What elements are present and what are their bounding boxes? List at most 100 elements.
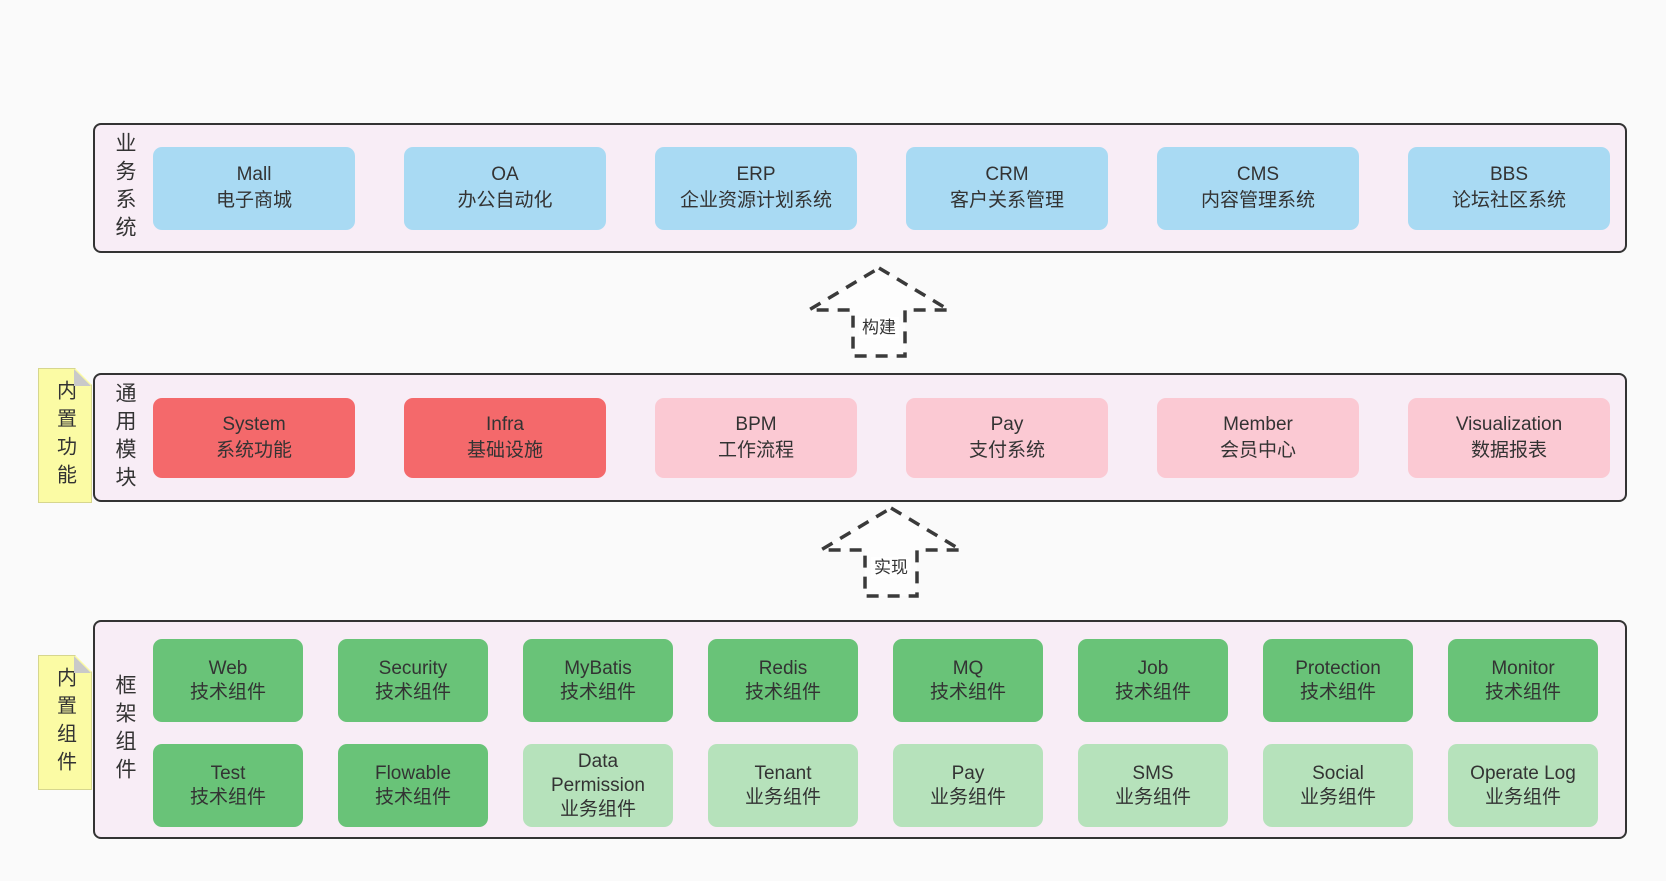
box-subtitle: 技术组件: [929, 681, 1006, 703]
note-built-in-components: 内置组件: [38, 655, 92, 790]
layer-modules-label: 通用模块: [113, 381, 136, 494]
box-member: Member 会员中心: [1157, 397, 1359, 478]
box-subtitle: 工作流程: [717, 439, 794, 461]
box-cms: CMS 内容管理系统: [1157, 146, 1359, 230]
layer-components-label: 框架组件: [113, 673, 136, 786]
box-title: Web: [208, 657, 248, 679]
box-subtitle: 技术组件: [374, 786, 451, 808]
box-subtitle: 办公自动化: [457, 190, 553, 211]
box-monitor: Monitor 技术组件: [1448, 639, 1598, 722]
box-title: Security: [378, 657, 448, 679]
box-flowable: Flowable 技术组件: [338, 744, 488, 827]
box-subtitle: 企业资源计划系统: [679, 190, 832, 211]
box-test: Test 技术组件: [153, 744, 303, 827]
box-title: Job: [1137, 657, 1169, 679]
component-row-2: Test 技术组件 Flowable 技术组件 Data Permission …: [153, 744, 1598, 827]
box-title: Pay: [951, 762, 985, 784]
box-subtitle: 支付系统: [968, 439, 1045, 461]
box-subtitle: 技术组件: [189, 786, 266, 808]
box-job: Job 技术组件: [1078, 639, 1228, 722]
box-title: Data Permission: [551, 750, 645, 796]
box-title: Test: [210, 762, 246, 784]
box-redis: Redis 技术组件: [708, 639, 858, 722]
box-title: ERP: [736, 164, 776, 185]
box-title: Pay: [990, 413, 1024, 435]
box-title: SMS: [1132, 762, 1174, 784]
box-crm: CRM 客户关系管理: [906, 146, 1108, 230]
box-subtitle: 技术组件: [1114, 681, 1191, 703]
note-built-in-features: 内置功能: [38, 368, 92, 503]
box-subtitle: 技术组件: [189, 681, 266, 703]
box-title: Flowable: [374, 762, 452, 784]
box-oa: OA 办公自动化: [404, 146, 606, 230]
box-subtitle: 业务组件: [559, 798, 636, 820]
box-subtitle: 技术组件: [744, 681, 821, 703]
box-subtitle: 技术组件: [1484, 681, 1561, 703]
box-title: BBS: [1489, 164, 1529, 185]
box-data-permission: Data Permission 业务组件: [523, 744, 673, 827]
box-mall: Mall 电子商城: [153, 146, 355, 230]
box-title: MQ: [952, 657, 984, 679]
layer-business-systems: 业务系统 Mall 电子商城 OA 办公自动化 ERP 企业资源计划系统 CRM…: [93, 123, 1627, 253]
box-subtitle: 内容管理系统: [1200, 190, 1315, 211]
arrow-implement-label: 实现: [809, 553, 973, 578]
box-subtitle: 电子商城: [215, 190, 292, 211]
box-subtitle: 数据报表: [1470, 439, 1547, 461]
box-subtitle: 业务组件: [744, 786, 821, 808]
box-erp: ERP 企业资源计划系统: [655, 146, 857, 230]
box-title: System: [222, 413, 286, 435]
box-title: Member: [1223, 413, 1293, 435]
box-bbs: BBS 论坛社区系统: [1408, 146, 1610, 230]
box-pay-system: Pay 支付系统: [906, 397, 1108, 478]
box-protection: Protection 技术组件: [1263, 639, 1413, 722]
box-title: Mall: [236, 164, 272, 185]
box-mybatis: MyBatis 技术组件: [523, 639, 673, 722]
box-subtitle: 系统功能: [215, 439, 292, 461]
arrow-up-build-icon: 构建: [797, 265, 961, 361]
box-title: Protection: [1295, 657, 1381, 679]
box-pay-component: Pay 业务组件: [893, 744, 1043, 827]
box-subtitle: 业务组件: [1299, 786, 1376, 808]
component-grid: Web 技术组件 Security 技术组件 MyBatis 技术组件 Redi…: [153, 639, 1598, 827]
box-tenant: Tenant 业务组件: [708, 744, 858, 827]
box-web: Web 技术组件: [153, 639, 303, 722]
box-title: OA: [491, 164, 519, 185]
box-mq: MQ 技术组件: [893, 639, 1043, 722]
box-title: Social: [1312, 762, 1364, 784]
box-title: Tenant: [754, 762, 812, 784]
box-subtitle: 客户关系管理: [949, 190, 1064, 211]
box-subtitle: 业务组件: [929, 786, 1006, 808]
box-bpm: BPM 工作流程: [655, 397, 857, 478]
box-title: CRM: [985, 164, 1029, 185]
box-subtitle: 业务组件: [1114, 786, 1191, 808]
box-subtitle: 业务组件: [1484, 786, 1561, 808]
box-title: Operate Log: [1470, 762, 1576, 784]
layer-common-modules: 通用模块 System 系统功能 Infra 基础设施 BPM 工作流程 Pay…: [93, 373, 1627, 502]
box-subtitle: 基础设施: [466, 439, 543, 461]
business-boxes: Mall 电子商城 OA 办公自动化 ERP 企业资源计划系统 CRM 客户关系…: [153, 125, 1625, 251]
module-boxes: System 系统功能 Infra 基础设施 BPM 工作流程 Pay 支付系统…: [153, 375, 1625, 500]
box-title: Redis: [758, 657, 808, 679]
box-title: Monitor: [1491, 657, 1555, 679]
box-security: Security 技术组件: [338, 639, 488, 722]
box-subtitle: 技术组件: [559, 681, 636, 703]
component-row-1: Web 技术组件 Security 技术组件 MyBatis 技术组件 Redi…: [153, 639, 1598, 722]
layer-business-label: 业务系统: [113, 132, 136, 244]
box-subtitle: 会员中心: [1219, 439, 1296, 461]
box-title: MyBatis: [564, 657, 632, 679]
box-subtitle: 技术组件: [1299, 681, 1376, 703]
box-social: Social 业务组件: [1263, 744, 1413, 827]
box-subtitle: 技术组件: [374, 681, 451, 703]
box-operate-log: Operate Log 业务组件: [1448, 744, 1598, 827]
arrow-up-implement-icon: 实现: [809, 505, 973, 601]
arrow-build-label: 构建: [797, 313, 961, 338]
box-visualization: Visualization 数据报表: [1408, 397, 1610, 478]
box-title: Visualization: [1455, 413, 1563, 435]
box-title: CMS: [1236, 164, 1280, 185]
box-system: System 系统功能: [153, 397, 355, 478]
box-subtitle: 论坛社区系统: [1451, 190, 1566, 211]
box-title: Infra: [485, 413, 525, 435]
box-infra: Infra 基础设施: [404, 397, 606, 478]
box-title: BPM: [735, 413, 777, 435]
